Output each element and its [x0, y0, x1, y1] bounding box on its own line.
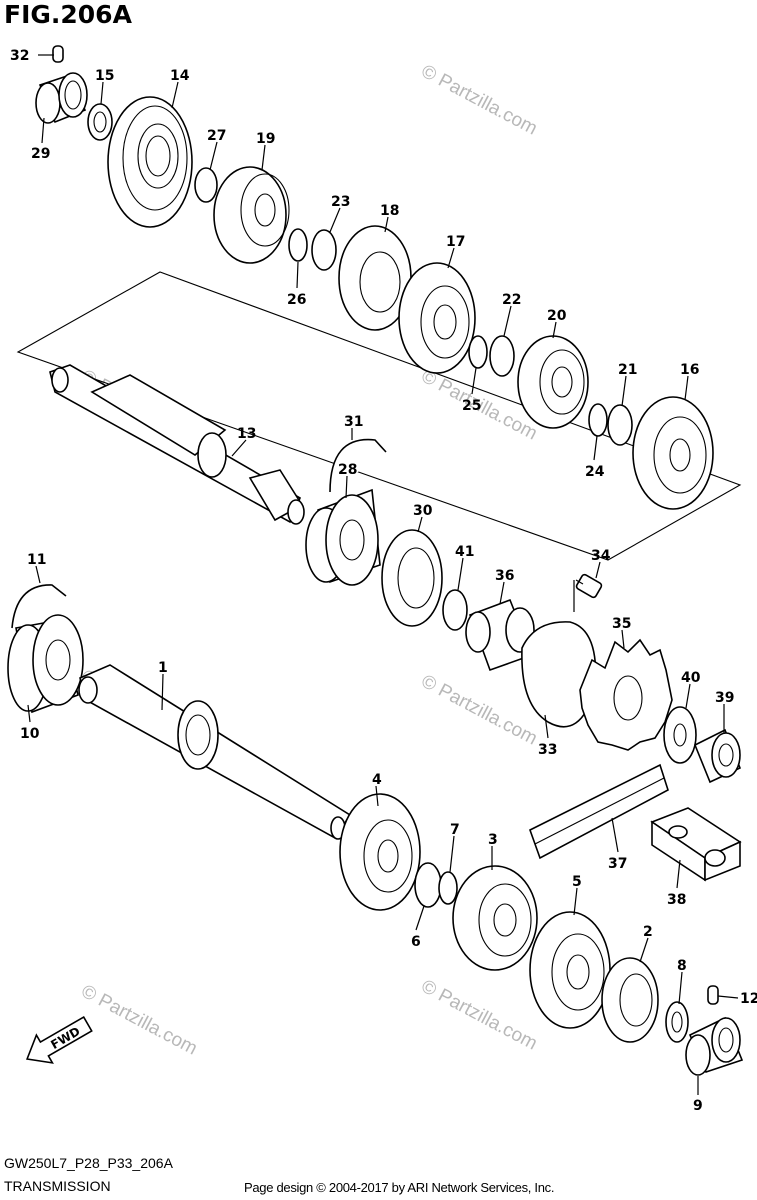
forward-direction-arrow: FWD	[25, 1015, 93, 1064]
drive-chain-37	[529, 763, 669, 860]
callout-14: 14	[170, 68, 190, 84]
callout-39: 39	[715, 690, 734, 706]
bearing-10	[7, 614, 84, 714]
callout-34: 34	[591, 548, 611, 564]
assembly-name: TRANSMISSION	[4, 1178, 111, 1194]
callout-40: 40	[681, 670, 701, 686]
callout-32: 32	[10, 48, 29, 64]
pin-32	[52, 45, 64, 63]
washer-22	[489, 335, 515, 377]
circlip-11	[11, 584, 67, 629]
circlip-25	[468, 335, 488, 369]
callout-8: 8	[677, 958, 687, 974]
gear-17	[398, 262, 476, 374]
callout-18: 18	[380, 203, 399, 219]
callout-25: 25	[462, 398, 481, 414]
leader-lines	[27, 54, 739, 1095]
circlip-7	[438, 871, 458, 905]
copyright-credit: Page design © 2004-2017 by ARI Network S…	[244, 1180, 555, 1195]
callout-13: 13	[237, 426, 256, 442]
gear-2	[601, 957, 659, 1043]
washer-27	[194, 167, 218, 203]
callout-24: 24	[585, 464, 605, 480]
spacer-36	[465, 598, 535, 672]
washer-8	[665, 1001, 689, 1043]
callout-20: 20	[547, 308, 567, 324]
watermark: © Partzilla.com	[418, 976, 541, 1055]
callout-29: 29	[31, 146, 50, 162]
countershaft-13	[49, 364, 305, 525]
callout-27: 27	[207, 128, 226, 144]
master-link-38	[650, 807, 742, 882]
callout-4: 4	[372, 772, 382, 788]
washer-23	[311, 229, 337, 271]
callout-labels: 32 29 15 14 27 19 23 26 18 17 22 25 20 2…	[10, 48, 757, 1114]
washer-6	[414, 862, 442, 908]
needle-bearing-9	[685, 1016, 744, 1076]
callout-33: 33	[538, 742, 557, 758]
callout-23: 23	[331, 194, 350, 210]
gear-3	[452, 865, 538, 971]
bearing-28	[305, 488, 381, 586]
nut-39	[693, 728, 742, 784]
callout-37: 37	[608, 856, 627, 872]
callout-26: 26	[287, 292, 306, 308]
callout-16: 16	[680, 362, 699, 378]
circlip-31	[329, 438, 387, 493]
callout-17: 17	[446, 234, 465, 250]
gear-5	[529, 911, 611, 1029]
callout-7: 7	[450, 822, 460, 838]
gear-20	[517, 335, 589, 429]
bolt-34	[575, 573, 603, 599]
callout-36: 36	[495, 568, 514, 584]
oil-seal-30	[381, 529, 443, 627]
callout-3: 3	[488, 832, 498, 848]
callout-41: 41	[455, 544, 474, 560]
countershaft-group-outline	[16, 271, 742, 561]
callout-2: 2	[643, 924, 653, 940]
circlip-24	[588, 403, 608, 437]
callout-1: 1	[158, 660, 168, 676]
callout-38: 38	[667, 892, 686, 908]
callout-10: 10	[20, 726, 40, 742]
callout-21: 21	[618, 362, 637, 378]
callout-11: 11	[27, 552, 46, 568]
callout-31: 31	[344, 414, 363, 430]
watermark: © Partzilla.com	[418, 61, 541, 140]
model-code: GW250L7_P28_P33_206A	[4, 1155, 173, 1171]
watermark: © Partzilla.com	[418, 671, 541, 750]
pin-12	[707, 985, 719, 1005]
callout-9: 9	[693, 1098, 703, 1114]
callout-5: 5	[572, 874, 582, 890]
callout-12: 12	[740, 991, 757, 1007]
gear-19	[213, 166, 290, 264]
callout-22: 22	[502, 292, 521, 308]
figure-title: FIG.206A	[4, 0, 132, 29]
watermark: © Partzilla.com	[78, 981, 201, 1060]
callout-28: 28	[338, 462, 357, 478]
circlip-26	[288, 228, 308, 262]
o-ring-41	[442, 589, 468, 631]
sprocket-35	[579, 638, 673, 751]
callout-19: 19	[256, 131, 275, 147]
needle-bearing-29	[35, 72, 88, 124]
collar-15	[87, 103, 113, 141]
gear-14	[107, 96, 193, 228]
gear-4	[339, 793, 421, 911]
washer-21	[607, 404, 633, 446]
callout-15: 15	[95, 68, 114, 84]
gear-16	[632, 396, 714, 510]
driveshaft-1	[78, 664, 352, 840]
callout-6: 6	[411, 934, 421, 950]
callout-35: 35	[612, 616, 631, 632]
callout-30: 30	[413, 503, 433, 519]
washer-40	[663, 706, 697, 764]
